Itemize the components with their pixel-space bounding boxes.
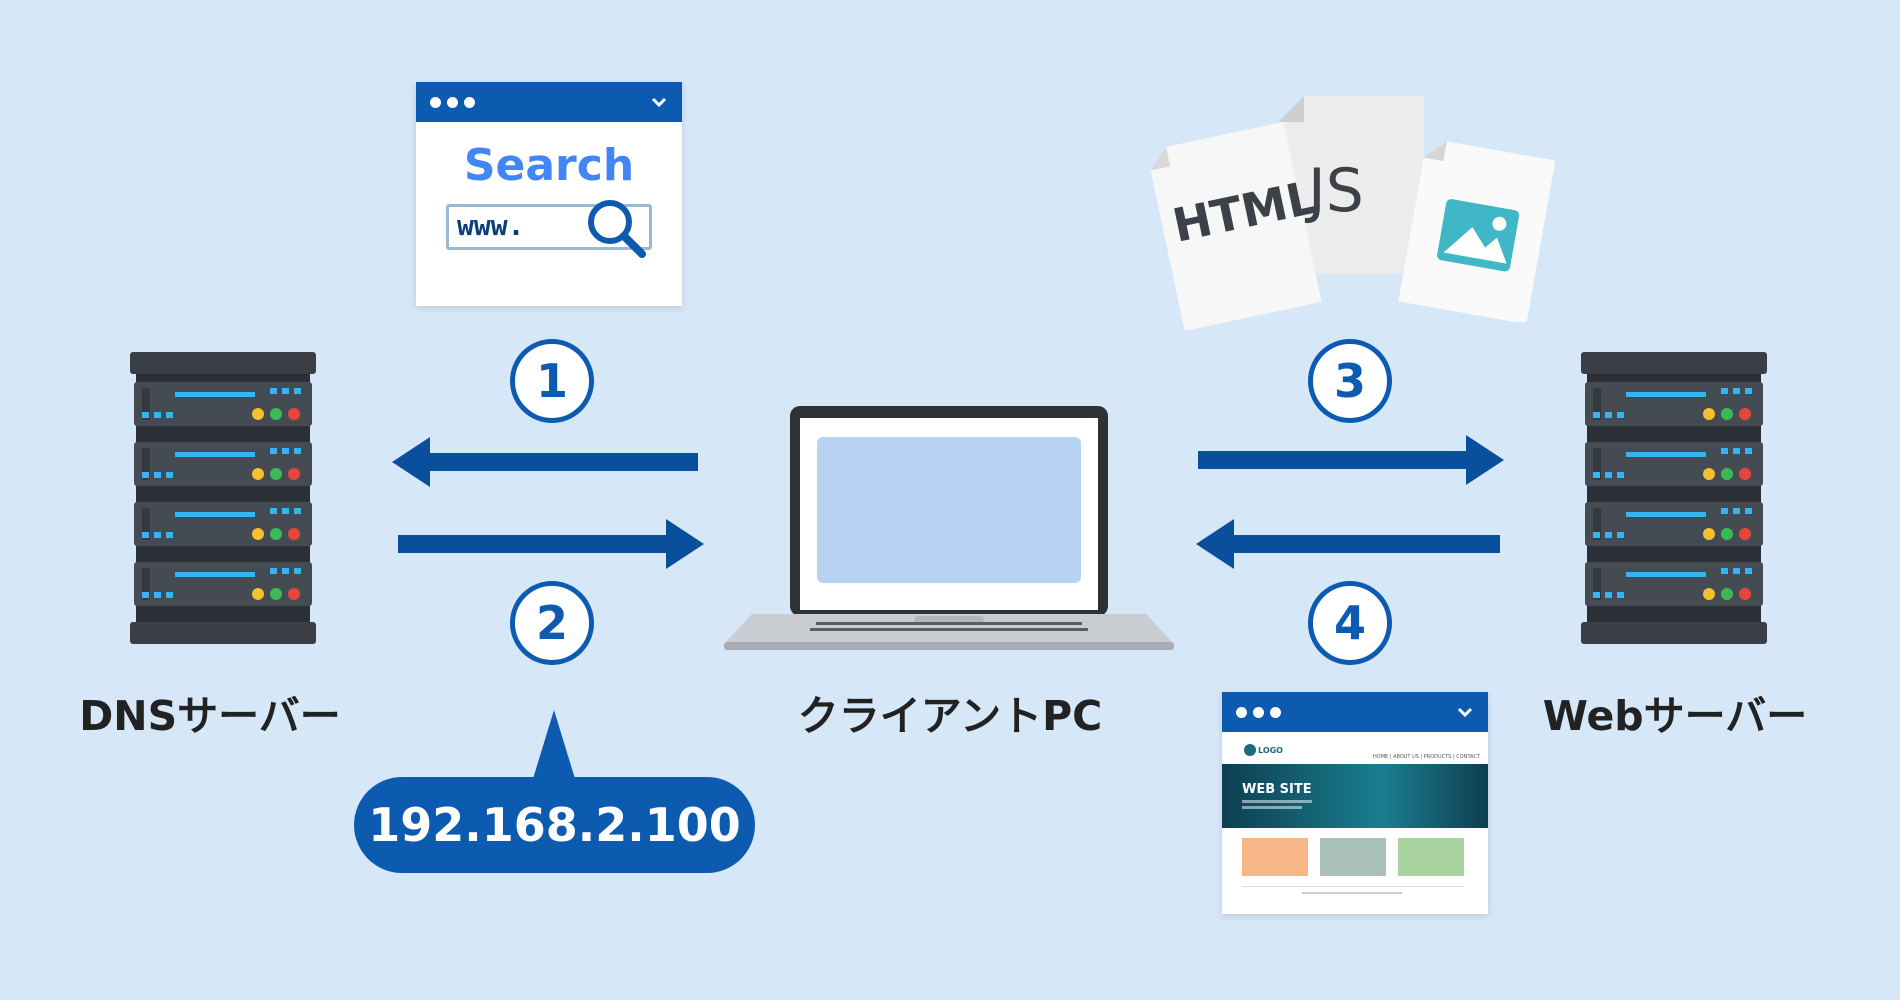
dns-server-label: DNSサーバー — [79, 692, 341, 740]
step-2-badge: 2 — [510, 581, 594, 665]
js-file-label: JS — [1308, 156, 1364, 226]
site-logo: LOGO — [1244, 744, 1283, 756]
window-dots-icon — [430, 97, 475, 108]
site-hero-title: WEB SITE — [1242, 782, 1312, 797]
site-footer-line — [1242, 886, 1464, 887]
window-dots-icon — [1236, 707, 1281, 718]
logo-icon — [1244, 744, 1256, 756]
site-footer-text — [1302, 892, 1402, 894]
search-browser-window: Search www. — [416, 82, 682, 306]
step-3-badge: 3 — [1308, 339, 1392, 423]
site-card-green — [1398, 838, 1464, 876]
site-logo-text: LOGO — [1258, 745, 1283, 755]
step-1-badge: 1 — [510, 339, 594, 423]
arrow-step2-to-client — [398, 519, 704, 569]
ip-address-bubble: 192.168.2.100 — [354, 777, 755, 873]
html-file-icon — [1150, 121, 1322, 331]
arrow-step4-to-client — [1196, 519, 1500, 569]
chevron-down-icon — [1457, 707, 1473, 718]
search-logo: Search — [463, 140, 635, 191]
js-file-icon — [1278, 96, 1424, 274]
step-4-badge: 4 — [1308, 581, 1392, 665]
speech-bubble-tail — [532, 710, 576, 782]
image-file-icon — [1398, 141, 1556, 322]
client-pc-label: クライアントPC — [797, 692, 1103, 740]
site-nav: HOME | ABOUT US | PRODUCTS | CONTACT — [1373, 754, 1480, 760]
site-hero: WEB SITE — [1222, 764, 1488, 828]
magnifier-icon — [588, 200, 646, 258]
laptop-icon — [724, 406, 1174, 652]
site-card-orange — [1242, 838, 1308, 876]
chevron-down-icon — [651, 97, 667, 108]
website-browser-window: LOGO HOME | ABOUT US | PRODUCTS | CONTAC… — [1222, 692, 1488, 914]
url-text: www. — [457, 209, 525, 242]
arrow-step3-to-web — [1198, 435, 1504, 485]
web-server-icon — [1581, 352, 1767, 644]
browser-title-bar — [416, 82, 682, 122]
arrow-step1-to-dns — [392, 437, 698, 487]
web-server-label: Webサーバー — [1542, 692, 1808, 740]
browser-title-bar — [1222, 692, 1488, 732]
site-card-gray — [1320, 838, 1386, 876]
dns-server-icon — [130, 352, 316, 644]
